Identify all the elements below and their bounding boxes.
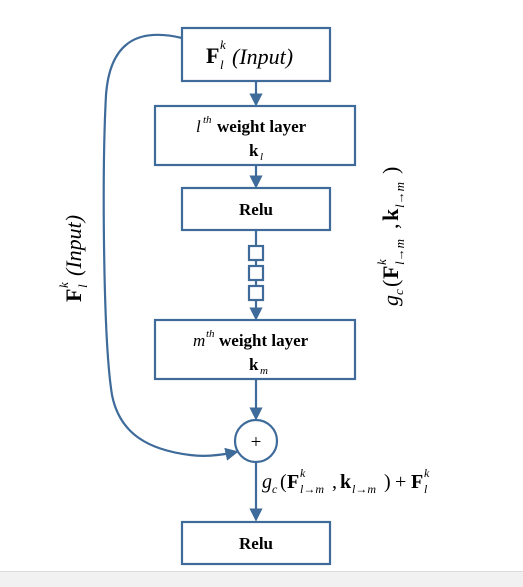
weight-layer-l-ordinal: l bbox=[196, 117, 201, 136]
svg-text:,: , bbox=[378, 224, 403, 230]
relu-top-box: Relu bbox=[180, 186, 332, 232]
gc-vertical-F-sup: k bbox=[374, 259, 389, 265]
skip-label-symbol: F bbox=[61, 289, 86, 302]
weight-layer-m-box: m th weight layer k m bbox=[153, 318, 357, 381]
ellipsis-box-3 bbox=[247, 284, 265, 302]
gc-output-k: k bbox=[340, 471, 352, 493]
weight-layer-l-box: l th weight layer k l bbox=[153, 104, 357, 167]
ellipsis-box-2 bbox=[247, 264, 265, 282]
gc-output-F-sub: l→m bbox=[300, 482, 324, 496]
gc-output-g-sub: c bbox=[272, 482, 278, 496]
gc-vertical-g-sub: c bbox=[391, 289, 406, 295]
svg-text:): ) bbox=[378, 167, 403, 174]
skip-connection bbox=[102, 33, 239, 461]
gc-output-plus: + bbox=[395, 471, 406, 493]
input-box: F k l (Input) bbox=[180, 26, 332, 83]
gc-output-F2: F bbox=[411, 471, 423, 493]
relu-top-label: Relu bbox=[239, 200, 273, 219]
gc-vertical-F-sub: l→m bbox=[392, 239, 407, 265]
bottom-scroll-bar bbox=[0, 571, 523, 587]
gc-output-F-sup: k bbox=[300, 466, 306, 480]
gc-vertical-k-sub: l→m bbox=[392, 182, 407, 208]
svg-text:(: ( bbox=[378, 280, 403, 287]
weight-layer-m-ordinal: m bbox=[193, 331, 205, 350]
gc-vertical-F: F bbox=[378, 266, 403, 279]
relu-bottom-label: Relu bbox=[239, 534, 273, 553]
svg-text:(: ( bbox=[280, 471, 287, 493]
gc-output-k-sub: l→m bbox=[352, 482, 376, 496]
skip-label-superscript: k bbox=[56, 282, 71, 288]
sum-symbol: + bbox=[251, 432, 262, 453]
gc-vertical-label: g c ( F k l→m , k l→m ) bbox=[374, 167, 407, 306]
weight-layer-m-ordinal-sup: th bbox=[206, 328, 215, 340]
gc-output-F2-sup: k bbox=[424, 466, 430, 480]
input-symbol: F bbox=[206, 43, 219, 68]
weight-layer-m-label: weight layer bbox=[219, 331, 309, 350]
svg-text:): ) bbox=[384, 471, 391, 493]
skip-label-text: (Input) bbox=[61, 215, 86, 276]
skip-label-subscript: l bbox=[75, 284, 90, 288]
ellipsis-box-1 bbox=[247, 244, 265, 262]
weight-layer-m-kernel: k bbox=[249, 355, 259, 374]
weight-layer-l-label: weight layer bbox=[217, 117, 307, 136]
svg-text:,: , bbox=[332, 471, 337, 493]
gc-vertical-k: k bbox=[378, 208, 403, 221]
gc-output-F: F bbox=[287, 471, 299, 493]
input-subscript: l bbox=[220, 57, 224, 72]
input-text: (Input) bbox=[232, 44, 293, 69]
sum-node: + bbox=[233, 418, 279, 464]
weight-layer-l-kernel-sub: l bbox=[260, 151, 263, 163]
gc-output-label: g c ( F k l→m , k l→m ) + F k l bbox=[262, 466, 430, 496]
weight-layer-l-ordinal-sup: th bbox=[203, 114, 212, 126]
relu-bottom-box: Relu bbox=[180, 520, 332, 566]
weight-layer-l-kernel: k bbox=[249, 141, 259, 160]
input-superscript: k bbox=[220, 37, 226, 52]
gc-output-g: g bbox=[262, 471, 272, 493]
gc-vertical-g: g bbox=[378, 295, 403, 306]
weight-layer-m-kernel-sub: m bbox=[260, 365, 268, 377]
skip-label: F k l (Input) bbox=[56, 215, 90, 302]
gc-output-F2-sub: l bbox=[424, 482, 428, 496]
